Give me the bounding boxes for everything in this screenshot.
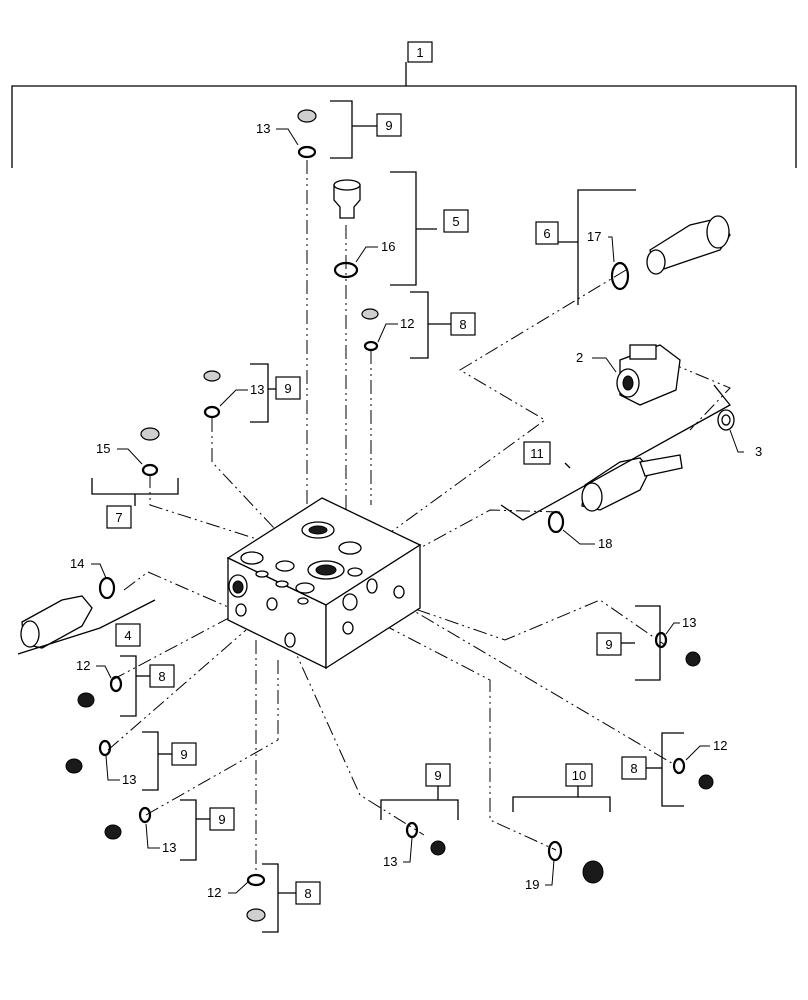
callout-label: 9 [385, 118, 392, 133]
callout-number: 14 [70, 556, 84, 571]
callout-number: 12 [76, 658, 90, 673]
callout-box-10: 10 [565, 763, 593, 787]
plain-callouts: 13 17 16 12 2 13 3 15 18 14 13 12 13 13 … [70, 121, 762, 900]
callout-box-8: 8 [295, 881, 321, 905]
leader-lines [107, 160, 731, 880]
plugs [65, 109, 714, 922]
callout-box-9: 9 [171, 742, 197, 766]
callout-box-5: 5 [443, 209, 469, 233]
callout-box-6: 6 [535, 221, 559, 245]
callout-label: 9 [434, 768, 441, 783]
callout-label: 6 [543, 226, 550, 241]
callout-label: 8 [158, 669, 165, 684]
callout-box-8: 8 [149, 664, 175, 688]
callout-label: 8 [304, 886, 311, 901]
callout-number: 13 [162, 840, 176, 855]
callout-box-9: 9 [596, 632, 622, 656]
callout-number: 17 [587, 229, 601, 244]
callout-box-4: 4 [115, 623, 141, 647]
callout-label: 1 [416, 45, 423, 60]
callout-label: 9 [284, 381, 291, 396]
callout-box-9: 9 [376, 113, 402, 137]
callout-label: 7 [115, 510, 122, 525]
callout-box-9: 9 [209, 807, 235, 831]
callout-label: 4 [124, 628, 131, 643]
pointer-lines [91, 128, 744, 894]
callout-number: 13 [682, 615, 696, 630]
nut-part-3 [717, 409, 735, 431]
callout-box-8: 8 [621, 756, 647, 780]
o-rings [98, 145, 686, 887]
callout-box-9: 9 [275, 376, 301, 400]
assembly-bracket [11, 62, 797, 168]
callout-number: 13 [383, 854, 397, 869]
callout-number: 12 [713, 738, 727, 753]
cap-part-5 [333, 179, 361, 219]
callout-number: 13 [122, 772, 136, 787]
callout-number: 12 [400, 316, 414, 331]
callout-number: 3 [755, 444, 762, 459]
fitting-part-6 [646, 215, 731, 275]
callout-number: 18 [598, 536, 612, 551]
callout-label: 11 [530, 446, 544, 461]
callout-number: 16 [381, 239, 395, 254]
manifold-block [226, 497, 422, 670]
callout-number: 15 [96, 441, 110, 456]
callout-box-11: 11 [523, 441, 551, 465]
valve-part-4 [20, 595, 93, 649]
callout-label: 9 [605, 637, 612, 652]
callout-label: 10 [572, 768, 586, 783]
coil-part-2 [616, 344, 681, 406]
cartridge-part-11 [581, 454, 683, 512]
callout-box-7: 7 [106, 505, 132, 529]
callout-label: 9 [180, 747, 187, 762]
callout-box-1: 1 [407, 41, 433, 63]
callout-label: 8 [459, 317, 466, 332]
callout-number: 19 [525, 877, 539, 892]
callout-number: 2 [576, 350, 583, 365]
boxed-callouts: 1 9 5 6 8 9 11 7 4 9 8 9 9 9 10 8 8 [106, 41, 647, 905]
callout-number: 13 [250, 382, 264, 397]
callout-number: 12 [207, 885, 221, 900]
callout-box-8: 8 [450, 312, 476, 336]
callout-label: 5 [452, 214, 459, 229]
callout-number: 13 [256, 121, 270, 136]
callout-label: 9 [218, 812, 225, 827]
callout-box-9: 9 [425, 763, 451, 787]
group-brackets [17, 100, 731, 933]
callout-label: 8 [630, 761, 637, 776]
